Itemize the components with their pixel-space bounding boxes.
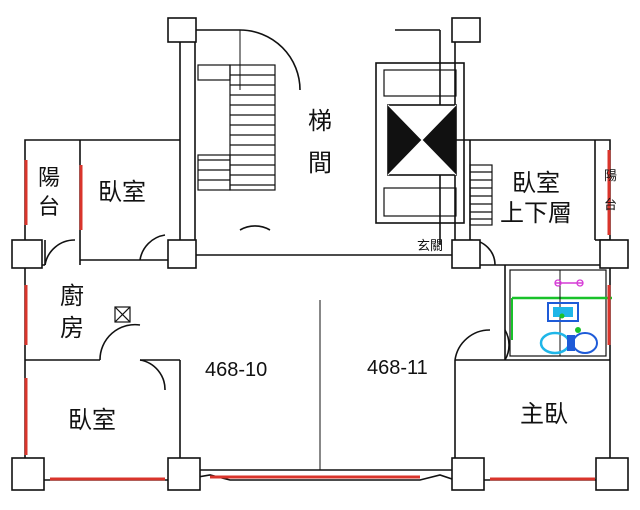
kitchen-label-line1: 廚 (60, 282, 84, 310)
toilet-icon (539, 331, 598, 355)
foyer-label: 玄關 (417, 239, 444, 254)
master-bedroom-label: 主臥 (520, 400, 568, 428)
balcony-right-line2: 台 (604, 197, 618, 213)
bedroom-upper-right-label: 臥室 上下層 (500, 169, 572, 227)
stairwell-label-line1: 梯 (308, 107, 332, 135)
balcony-left-line1: 陽 (38, 166, 61, 191)
bedroom-upper-right-line2: 上下層 (500, 198, 572, 227)
stairwell-label: 梯 間 (308, 107, 332, 177)
windows (24, 150, 611, 481)
sink-icon (547, 302, 579, 322)
bedroom-upper-left-label: 臥室 (98, 178, 146, 206)
balcony-left-line2: 台 (38, 195, 61, 221)
balcony-right-label: 陽 台 (604, 169, 618, 214)
stairwell-label-line2: 間 (308, 148, 332, 177)
kitchen-label: 廚 房 (60, 282, 84, 342)
bathroom-fixtures (509, 269, 612, 357)
columns (11, 17, 629, 491)
elevator-shaft-icon (375, 62, 465, 224)
unit-468-11-label: 468-11 (367, 357, 428, 379)
kitchen-label-line2: 房 (60, 313, 84, 342)
vent-icon (114, 306, 131, 323)
balcony-left-label: 陽 台 (38, 166, 60, 221)
bedroom-upper-right-line1: 臥室 (512, 169, 560, 197)
unit-468-10-label: 468-10 (205, 359, 268, 381)
bedroom-lower-left-label: 臥室 (68, 406, 116, 434)
balcony-right-line1: 陽 (604, 169, 618, 184)
stair-treads (197, 64, 493, 226)
